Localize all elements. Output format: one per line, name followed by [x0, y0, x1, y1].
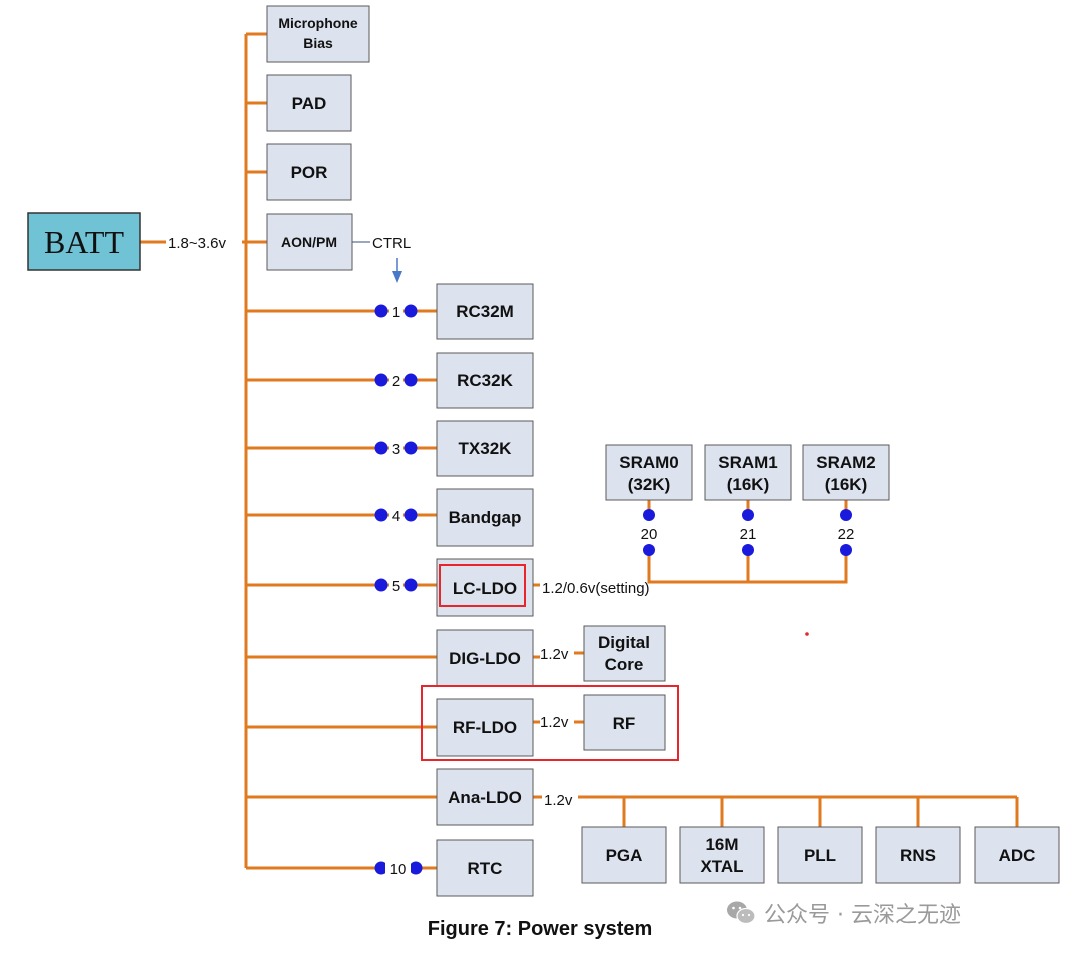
sram1-line2: (16K)	[727, 475, 770, 494]
block-rtc: RTC	[436, 839, 534, 897]
rf-label: RF	[613, 714, 636, 733]
switch-3-label: 3	[392, 441, 400, 458]
rf-ldo-output-label: 1.2v	[540, 714, 569, 731]
block-sram0: SRAM0 (32K)	[605, 444, 693, 501]
pga-label: PGA	[606, 846, 643, 865]
sram2-line1: SRAM2	[816, 453, 876, 472]
block-por: POR	[266, 143, 352, 201]
por-label: POR	[291, 163, 328, 182]
block-16m-xtal: 16M XTAL	[679, 826, 765, 884]
watermark: 公众号 · 云深之无迹	[726, 897, 961, 929]
block-pll: PLL	[777, 826, 863, 884]
digital-core-line1: Digital	[598, 633, 650, 652]
ana-ldo-output-label: 1.2v	[544, 792, 573, 809]
ctrl-label: CTRL	[372, 235, 411, 252]
figure-caption: Figure 7: Power system	[427, 918, 653, 940]
pad-label: PAD	[292, 94, 327, 113]
ctrl-arrowhead	[392, 271, 402, 283]
stray-red-dot	[805, 632, 809, 636]
watermark-text: 公众号 · 云深之无迹	[764, 903, 961, 928]
lc-ldo-highlight	[439, 564, 526, 607]
rc32m-label: RC32M	[456, 302, 514, 321]
switch-2: 2	[374, 371, 418, 390]
sram1-line1: SRAM1	[718, 453, 778, 472]
switch-20: 20	[636, 509, 662, 556]
xtal-line1: 16M	[705, 835, 738, 854]
rf-highlight	[421, 685, 679, 761]
switch-2-label: 2	[392, 373, 400, 390]
adc-label: ADC	[999, 846, 1036, 865]
switch-5: 5	[374, 576, 418, 595]
rc32k-label: RC32K	[457, 371, 513, 390]
block-bandgap: Bandgap	[436, 488, 534, 547]
rf-ldo-label: RF-LDO	[453, 718, 517, 737]
microphone-bias-line1: Microphone	[278, 15, 358, 31]
wechat-icon	[727, 901, 756, 925]
sram0-line1: SRAM0	[619, 453, 679, 472]
block-lc-ldo: LC-LDO	[436, 558, 534, 617]
block-pga: PGA	[581, 826, 667, 884]
switch-5-label: 5	[392, 578, 400, 595]
aon-pm-label: AON/PM	[281, 234, 337, 250]
dig-ldo-output-label: 1.2v	[540, 646, 569, 663]
block-sram2: SRAM2 (16K)	[802, 444, 890, 501]
switch-4: 4	[374, 506, 418, 525]
block-rc32m: RC32M	[436, 283, 534, 340]
block-rf-ldo: RF-LDO	[436, 698, 534, 757]
block-sram1: SRAM1 (16K)	[704, 444, 792, 501]
switch-1-label: 1	[392, 304, 400, 321]
block-tx32k: TX32K	[436, 420, 534, 477]
block-rns: RNS	[875, 826, 961, 884]
block-pad: PAD	[266, 74, 352, 132]
battery: BATT	[27, 212, 141, 271]
digital-core-line2: Core	[605, 655, 644, 674]
switch-22: 22	[833, 509, 859, 556]
block-rc32k: RC32K	[436, 352, 534, 409]
block-dig-ldo: DIG-LDO	[436, 629, 534, 687]
rtc-label: RTC	[468, 859, 503, 878]
switch-21: 21	[735, 509, 761, 556]
switch-10: 10	[374, 859, 423, 878]
dig-ldo-label: DIG-LDO	[449, 649, 521, 668]
sram0-line2: (32K)	[628, 475, 671, 494]
block-aon-pm: AON/PM	[266, 213, 353, 271]
block-rf: RF	[583, 694, 666, 751]
switch-20-label: 20	[641, 526, 658, 543]
switch-21-label: 21	[740, 526, 757, 543]
switch-4-label: 4	[392, 508, 400, 525]
wires	[140, 32, 1019, 870]
rns-label: RNS	[900, 846, 936, 865]
lc-ldo-output-label: 1.2/0.6v(setting)	[542, 580, 650, 597]
lc-ldo-label: LC-LDO	[453, 579, 517, 598]
input-voltage-label: 1.8~3.6v	[168, 235, 226, 252]
xtal-line2: XTAL	[700, 857, 743, 876]
block-adc: ADC	[974, 826, 1060, 884]
tx32k-label: TX32K	[459, 439, 513, 458]
switch-22-label: 22	[838, 526, 855, 543]
switch-10-label: 10	[390, 861, 407, 878]
battery-label: BATT	[44, 224, 124, 260]
block-microphone-bias: Microphone Bias	[266, 5, 370, 63]
pll-label: PLL	[804, 846, 836, 865]
block-ana-ldo: Ana-LDO	[436, 768, 534, 826]
microphone-bias-line2: Bias	[303, 35, 333, 51]
ana-ldo-label: Ana-LDO	[448, 788, 522, 807]
switch-1: 1	[374, 302, 418, 321]
switch-3: 3	[374, 439, 418, 458]
bandgap-label: Bandgap	[449, 508, 522, 527]
sram2-line2: (16K)	[825, 475, 868, 494]
block-digital-core: Digital Core	[583, 625, 666, 682]
